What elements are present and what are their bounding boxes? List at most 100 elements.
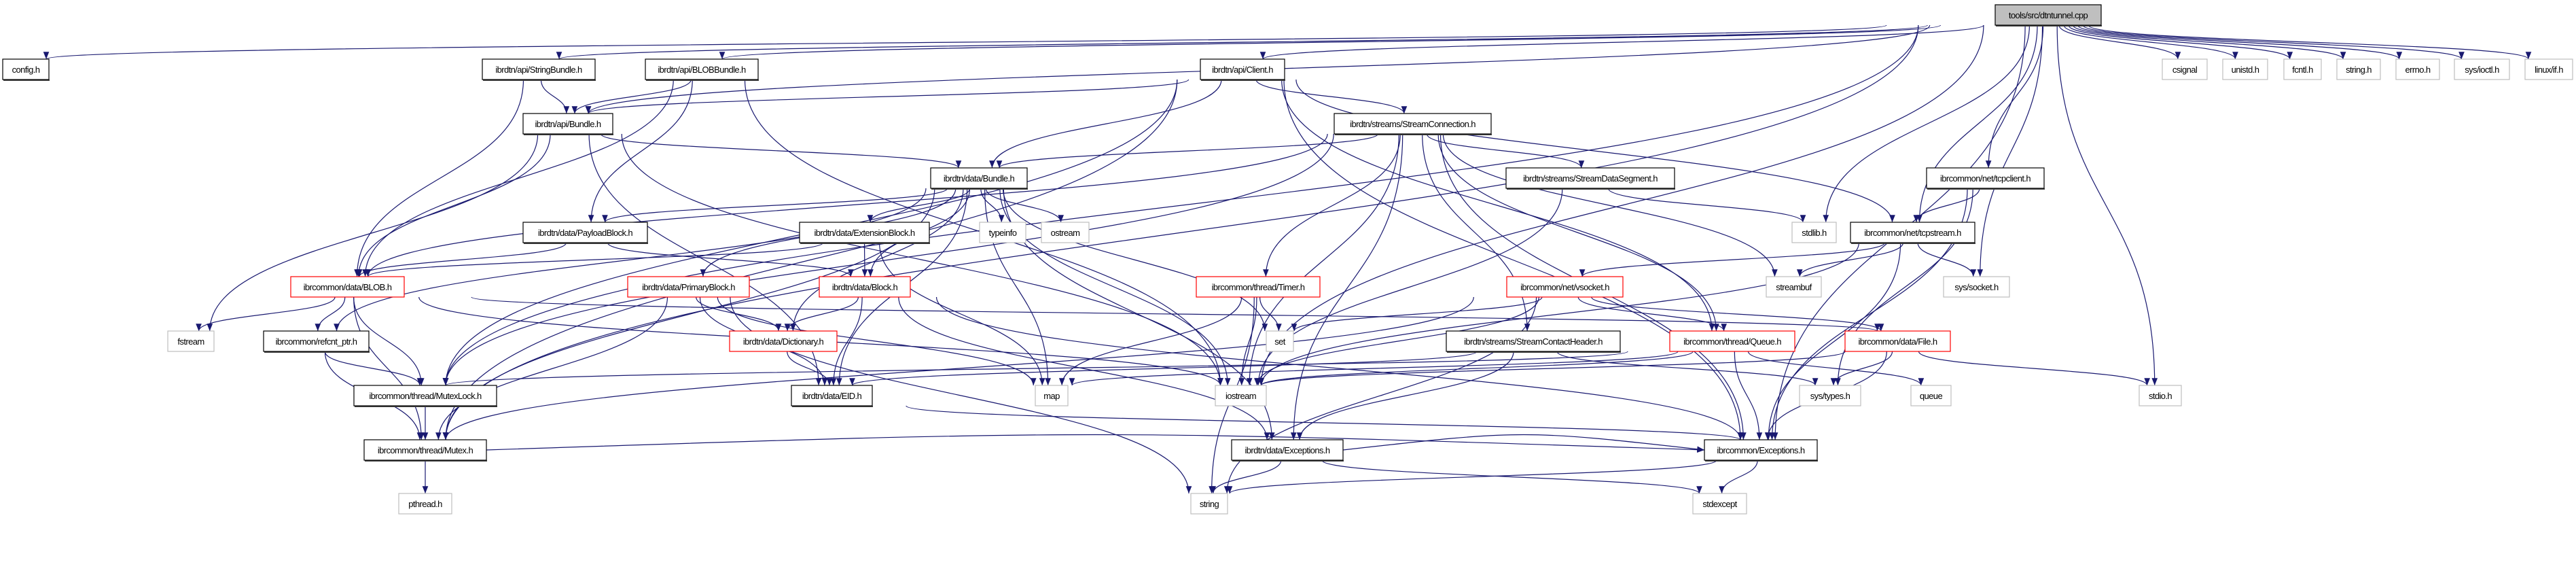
node-dictionary[interactable]: ibrdtn/data/Dictionary.h <box>729 330 838 352</box>
edge-dtntunnel-to-fcntl <box>2068 24 2293 60</box>
node-client[interactable]: ibrdtn/api/Client.h <box>1200 58 1285 81</box>
node-primary[interactable]: ibrdtn/data/PrimaryBlock.h <box>627 276 750 298</box>
node-csignal[interactable]: csignal <box>2162 58 2208 80</box>
node-label: ibrcommon/thread/Queue.h <box>1683 336 1781 347</box>
node-box <box>1844 330 1951 352</box>
edge-stringbundle-to-blob <box>354 79 524 277</box>
node-contacthdr[interactable]: ibrdtn/streams/StreamContactHeader.h <box>1446 330 1621 353</box>
edge-streamconn-to-contacthdr <box>1422 133 1531 332</box>
edge-dictionary-to-eid <box>787 351 833 386</box>
node-apibundle[interactable]: ibrdtn/api/Bundle.h <box>522 113 613 135</box>
node-errno[interactable]: errno.h <box>2395 58 2440 80</box>
node-label: ibrcommon/Exceptions.h <box>1717 445 1805 455</box>
node-blob[interactable]: ibrcommon/data/BLOB.h <box>290 276 405 298</box>
edge-streamconn-to-streambuf <box>1442 133 1778 277</box>
node-label: ibrcommon/thread/Mutex.h <box>378 445 473 455</box>
node-set[interactable]: set <box>1266 330 1294 352</box>
node-dataexc[interactable]: ibrdtn/data/Exceptions.h <box>1231 439 1344 462</box>
node-queueh[interactable]: ibrcommon/thread/Queue.h <box>1669 330 1795 352</box>
edge-client-to-tcpstream <box>1295 79 1895 223</box>
node-blobbundle[interactable]: ibrdtn/api/BLOBBundle.h <box>645 58 759 81</box>
node-mutex[interactable]: ibrcommon/thread/Mutex.h <box>363 439 487 462</box>
node-block[interactable]: ibrdtn/data/Block.h <box>819 276 911 298</box>
node-iostream[interactable]: iostream <box>1215 385 1267 406</box>
edge-payload-to-block <box>607 242 854 277</box>
edge-apibundle-to-databundle <box>600 133 962 169</box>
edge-vsocket-to-string <box>1223 296 1537 494</box>
node-ostream[interactable]: ostream <box>1041 222 1090 243</box>
node-vsocket[interactable]: ibrcommon/net/vsocket.h <box>1506 276 1624 298</box>
node-box <box>1505 167 1675 189</box>
node-label: streambuf <box>1776 282 1812 292</box>
edge-blobbundle-to-blob <box>362 79 674 277</box>
node-label: typeinfo <box>989 228 1017 238</box>
node-label: sys/socket.h <box>1954 282 1999 292</box>
node-exceptions[interactable]: ibrcommon/Exceptions.h <box>1704 439 1818 462</box>
node-config[interactable]: config.h <box>2 58 50 81</box>
node-string[interactable]: string <box>1190 493 1228 515</box>
node-box <box>1231 439 1344 461</box>
node-pthread[interactable]: pthread.h <box>398 493 452 515</box>
edge-extblock-to-map <box>878 242 1045 386</box>
edge-tcpstream-to-syssocket <box>1917 242 1977 277</box>
edges-layer <box>43 24 2532 494</box>
node-systypes[interactable]: sys/types.h <box>1799 385 1861 406</box>
node-unistd[interactable]: unistd.h <box>2222 58 2268 80</box>
node-stdio[interactable]: stdio.h <box>2139 385 2182 406</box>
node-payload[interactable]: ibrdtn/data/PayloadBlock.h <box>522 222 648 244</box>
edge-dtntunnel-to-tcpstream <box>1916 24 2038 223</box>
node-stringh[interactable]: string.h <box>2336 58 2381 80</box>
node-box <box>2336 58 2381 80</box>
edge-queueh-to-queue <box>1747 351 1925 386</box>
node-box <box>791 385 873 406</box>
node-tcpstream[interactable]: ibrcommon/net/tcpstream.h <box>1850 222 1975 244</box>
node-stdexcept[interactable]: stdexcept <box>1692 493 1747 515</box>
edge-file-to-iostream <box>1258 351 1846 386</box>
node-dtntunnel[interactable]: tools/src/dtntunnel.cpp <box>1994 4 2102 27</box>
node-streamseg[interactable]: ibrdtn/streams/StreamDataSegment.h <box>1505 167 1675 190</box>
node-file[interactable]: ibrcommon/data/File.h <box>1844 330 1951 352</box>
edge-dtntunnel-to-config <box>43 24 1887 60</box>
node-streamconn[interactable]: ibrdtn/streams/StreamConnection.h <box>1334 113 1492 135</box>
edge-file-to-systypes <box>1830 351 1893 386</box>
node-label: csignal <box>2172 65 2198 75</box>
node-label: ibrdtn/streams/StreamDataSegment.h <box>1523 173 1658 184</box>
node-databundle[interactable]: ibrdtn/data/Bundle.h <box>930 167 1028 190</box>
edge-client-to-databundle <box>989 79 1222 169</box>
node-label: stdexcept <box>1702 499 1737 509</box>
node-eid[interactable]: ibrdtn/data/EID.h <box>791 385 873 407</box>
node-queue[interactable]: queue <box>1910 385 1952 406</box>
node-stdlib[interactable]: stdlib.h <box>1791 222 1837 243</box>
node-box <box>353 385 497 406</box>
node-box <box>1692 493 1747 515</box>
edge-databundle-to-set <box>1002 188 1268 332</box>
node-refcnt[interactable]: ibrcommon/refcnt_ptr.h <box>263 330 370 353</box>
node-fstream[interactable]: fstream <box>167 330 215 352</box>
node-timer[interactable]: ibrcommon/thread/Timer.h <box>1196 276 1321 298</box>
node-box <box>522 113 613 135</box>
node-streambuf[interactable]: streambuf <box>1766 276 1822 298</box>
node-label: ibrcommon/net/tcpstream.h <box>1864 228 1961 238</box>
node-tcpclient[interactable]: ibrcommon/net/tcpclient.h <box>1926 167 2045 190</box>
node-mutexlock[interactable]: ibrcommon/thread/MutexLock.h <box>353 385 497 407</box>
edge-vsocket-to-iostream <box>1254 296 1539 386</box>
node-linuxif[interactable]: linux/if.h <box>2524 58 2573 80</box>
node-box <box>1041 222 1090 243</box>
node-label: ibrdtn/data/Exceptions.h <box>1245 445 1329 455</box>
node-stringbundle[interactable]: ibrdtn/api/StringBundle.h <box>482 58 596 81</box>
edge-exceptions-to-stdexcept <box>1719 459 1758 494</box>
node-map[interactable]: map <box>1035 385 1069 406</box>
node-typeinfo[interactable]: typeinfo <box>979 222 1026 243</box>
node-label: ibrdtn/api/BLOBBundle.h <box>658 65 746 75</box>
node-syssocket[interactable]: sys/socket.h <box>1943 276 2010 298</box>
node-label: ibrdtn/api/Bundle.h <box>535 119 601 129</box>
edge-tcpstream-to-vsocket <box>1579 242 1886 277</box>
node-ioctl[interactable]: sys/ioctl.h <box>2454 58 2510 80</box>
edge-dtntunnel-to-syssocket <box>1977 24 2043 277</box>
edge-exceptions-to-string <box>1226 459 1717 494</box>
node-fcntl[interactable]: fcntl.h <box>2283 58 2322 80</box>
node-label: errno.h <box>2405 65 2431 75</box>
edge-streamconn-to-blob <box>365 133 1328 277</box>
node-label: tools/src/dtntunnel.cpp <box>2009 10 2088 20</box>
node-extblock[interactable]: ibrdtn/data/ExtensionBlock.h <box>799 222 930 244</box>
